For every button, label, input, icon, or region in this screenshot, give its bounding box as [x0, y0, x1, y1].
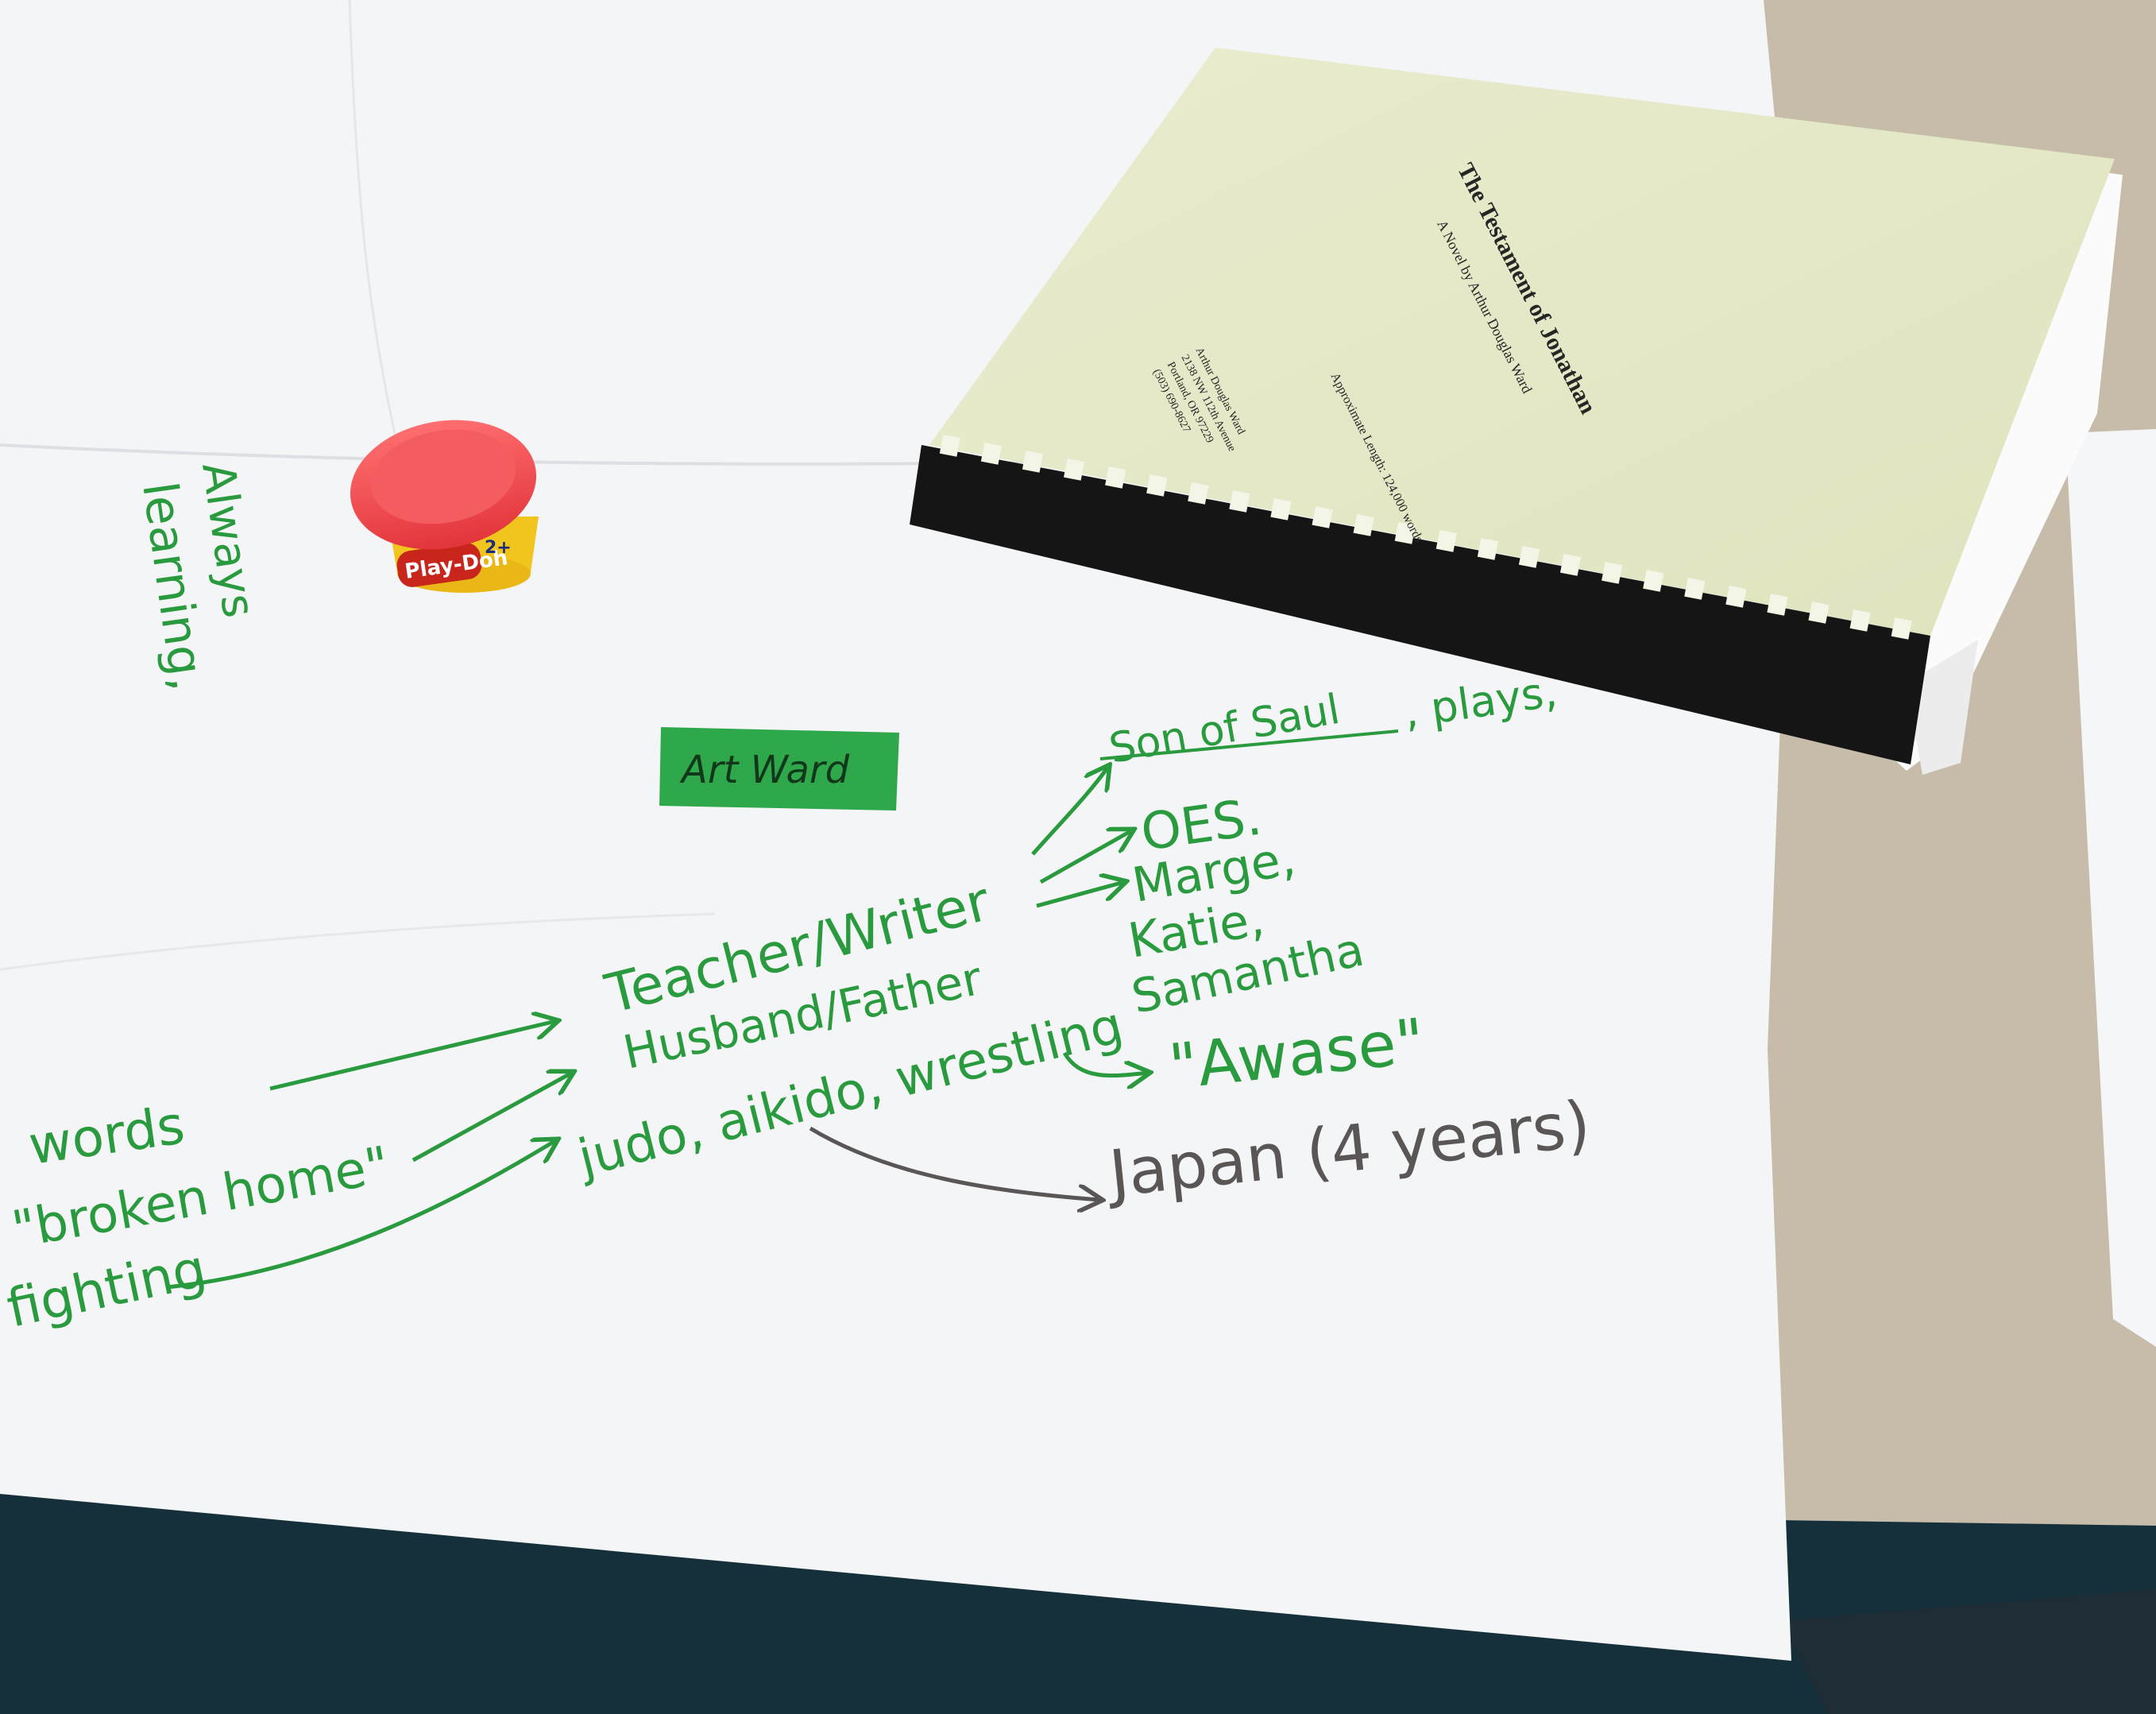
binding-tooth: [1891, 617, 1912, 640]
binding-tooth: [1353, 514, 1374, 536]
paper-fold: [348, 0, 399, 446]
playdoh-age: 2+: [485, 538, 512, 558]
arrow-icon: [1039, 830, 1132, 884]
paper-fold: [0, 912, 716, 971]
binding-tooth: [980, 443, 1002, 465]
binding-tooth: [1643, 570, 1664, 592]
arrow-icon: [166, 1140, 556, 1290]
comb-binding: [910, 445, 1930, 764]
manuscript-cover: [929, 48, 2115, 636]
name-tag-text: Art Ward: [679, 748, 850, 792]
binding-tooth: [1063, 458, 1085, 481]
binding-tooth: [1105, 466, 1126, 489]
binding-tooth: [1808, 602, 1830, 624]
binding-tooth: [939, 435, 960, 457]
binding-tooth: [1684, 578, 1706, 600]
binding-tooth: [1146, 474, 1168, 497]
arrow-icon: [1036, 882, 1124, 908]
binding-tooth: [1394, 522, 1416, 544]
binding-tooth: [1270, 498, 1292, 520]
binding-tooth: [1435, 530, 1457, 552]
binding-tooth: [1022, 451, 1044, 473]
table-edge: [1779, 1589, 2156, 1714]
arrow-icon: [269, 1021, 556, 1091]
binding-tooth: [1559, 554, 1582, 576]
binding-tooth: [1188, 482, 1209, 505]
underline: [1099, 729, 1399, 760]
binding-tooth: [1312, 506, 1333, 528]
arrow-icon: [411, 1073, 572, 1163]
binding-tooth: [1767, 594, 1788, 616]
binding-tooth: [1725, 586, 1747, 608]
binding-tooth: [1229, 490, 1250, 513]
binding-tooth: [1602, 562, 1623, 584]
playdoh-cup: Play-Doh 2+: [350, 420, 539, 593]
name-tag: Art Ward: [659, 727, 899, 811]
binding-tooth: [1849, 609, 1871, 632]
arrow-icon: [1031, 767, 1108, 856]
manuscript: The Testament of Jonathan A Novel by Art…: [910, 48, 2123, 775]
loose-sheet: [2065, 429, 2156, 1347]
arrow-icon: [809, 1126, 1100, 1200]
binding-tooth: [1477, 538, 1498, 560]
binding-tooth: [1518, 546, 1540, 568]
arrow-icon: [1062, 1051, 1148, 1076]
binding-teeth: [939, 435, 1912, 640]
